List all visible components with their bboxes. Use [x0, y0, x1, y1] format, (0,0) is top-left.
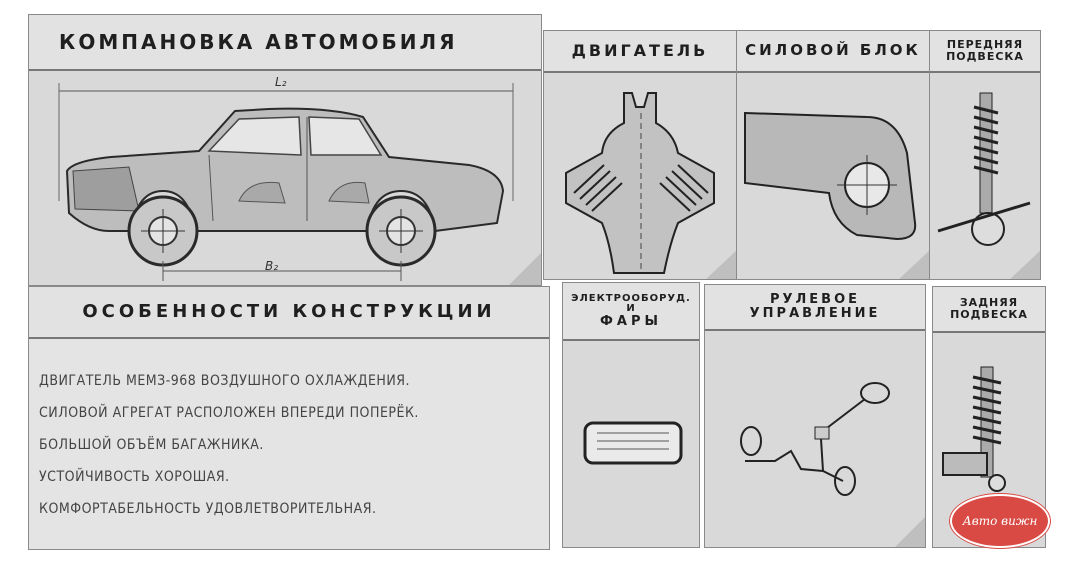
steering-icon [740, 382, 925, 547]
feature-line-5: КОМФОРТАБЕЛЬНОСТЬ УДОВЛЕТВОРИТЕЛЬНАЯ. [39, 501, 377, 517]
car-side-view [58, 83, 541, 285]
watermark-text: Авто вижн [962, 514, 1038, 528]
dimension-label-length: L₂ [275, 75, 287, 89]
dimension-label-wheelbase: B₂ [265, 259, 279, 273]
feature-line-1: ДВИГАТЕЛЬ МЕМЗ-968 ВОЗДУШНОГО ОХЛАЖДЕНИЯ… [39, 373, 411, 389]
feature-line-2: СИЛОВОЙ АГРЕГАТ РАСПОЛОЖЕН ВПЕРЕДИ ПОПЕР… [39, 405, 419, 421]
car-layout-panel: КОМПАНОВКА АВТОМОБИЛЯ L₂ B₂ [28, 14, 542, 286]
rear-wheel [365, 195, 437, 267]
power-unit-title: СИЛОВОЙ БЛОК [737, 31, 929, 73]
engine-title: ДВИГАТЕЛЬ [544, 31, 736, 73]
electrical-panel: ЭЛЕКТРООБОРУД. И ФАРЫ [562, 282, 700, 548]
steering-title-line1: РУЛЕВОЕ [769, 292, 861, 308]
power-unit-icon [744, 111, 929, 279]
rear-suspension-icon [942, 366, 1006, 492]
front-wheel [127, 195, 199, 267]
engine-panel: ДВИГАТЕЛЬ [543, 30, 737, 280]
electrical-title-line1: ЭЛЕКТРООБОРУД. [571, 292, 691, 304]
features-list: ДВИГАТЕЛЬ МЕМЗ-968 ВОЗДУШНОГО ОХЛАЖДЕНИЯ… [39, 365, 419, 525]
rear-suspension-title-line1: ЗАДНЯЯ [959, 296, 1019, 310]
steering-title-line2: УПРАВЛЕНИЕ [749, 306, 881, 321]
car-layout-title: КОМПАНОВКА АВТОМОБИЛЯ [29, 15, 541, 71]
front-suspension-title: ПЕРЕДНЯЯ ПОДВЕСКА [930, 31, 1040, 73]
headlight-icon [583, 421, 683, 465]
rear-suspension-title-line2: ПОДВЕСКА [950, 308, 1028, 321]
power-unit-panel: СИЛОВОЙ БЛОК [736, 30, 930, 280]
watermark-logo: Авто вижн [950, 494, 1050, 548]
feature-line-4: УСТОЙЧИВОСТЬ ХОРОШАЯ. [39, 469, 230, 485]
electrical-title-line2: И [626, 303, 636, 315]
front-suspension-title-line1: ПЕРЕДНЯЯ [946, 38, 1024, 52]
front-suspension-title-line2: ПОДВЕСКА [946, 50, 1024, 63]
steering-title: РУЛЕВОЕ УПРАВЛЕНИЕ [705, 285, 925, 331]
features-panel: ОСОБЕННОСТИ КОНСТРУКЦИИ ДВИГАТЕЛЬ МЕМЗ-9… [28, 286, 550, 550]
electrical-title: ЭЛЕКТРООБОРУД. И ФАРЫ [563, 283, 699, 341]
feature-line-3: БОЛЬШОЙ ОБЪЁМ БАГАЖНИКА. [39, 437, 264, 453]
rear-suspension-title: ЗАДНЯЯ ПОДВЕСКА [933, 287, 1045, 333]
electrical-title-line3: ФАРЫ [600, 313, 662, 329]
engine-icon [565, 92, 736, 279]
features-title: ОСОБЕННОСТИ КОНСТРУКЦИИ [29, 287, 549, 339]
front-suspension-icon [937, 92, 1040, 279]
front-suspension-panel: ПЕРЕДНЯЯ ПОДВЕСКА [929, 30, 1041, 280]
steering-panel: РУЛЕВОЕ УПРАВЛЕНИЕ [704, 284, 926, 548]
